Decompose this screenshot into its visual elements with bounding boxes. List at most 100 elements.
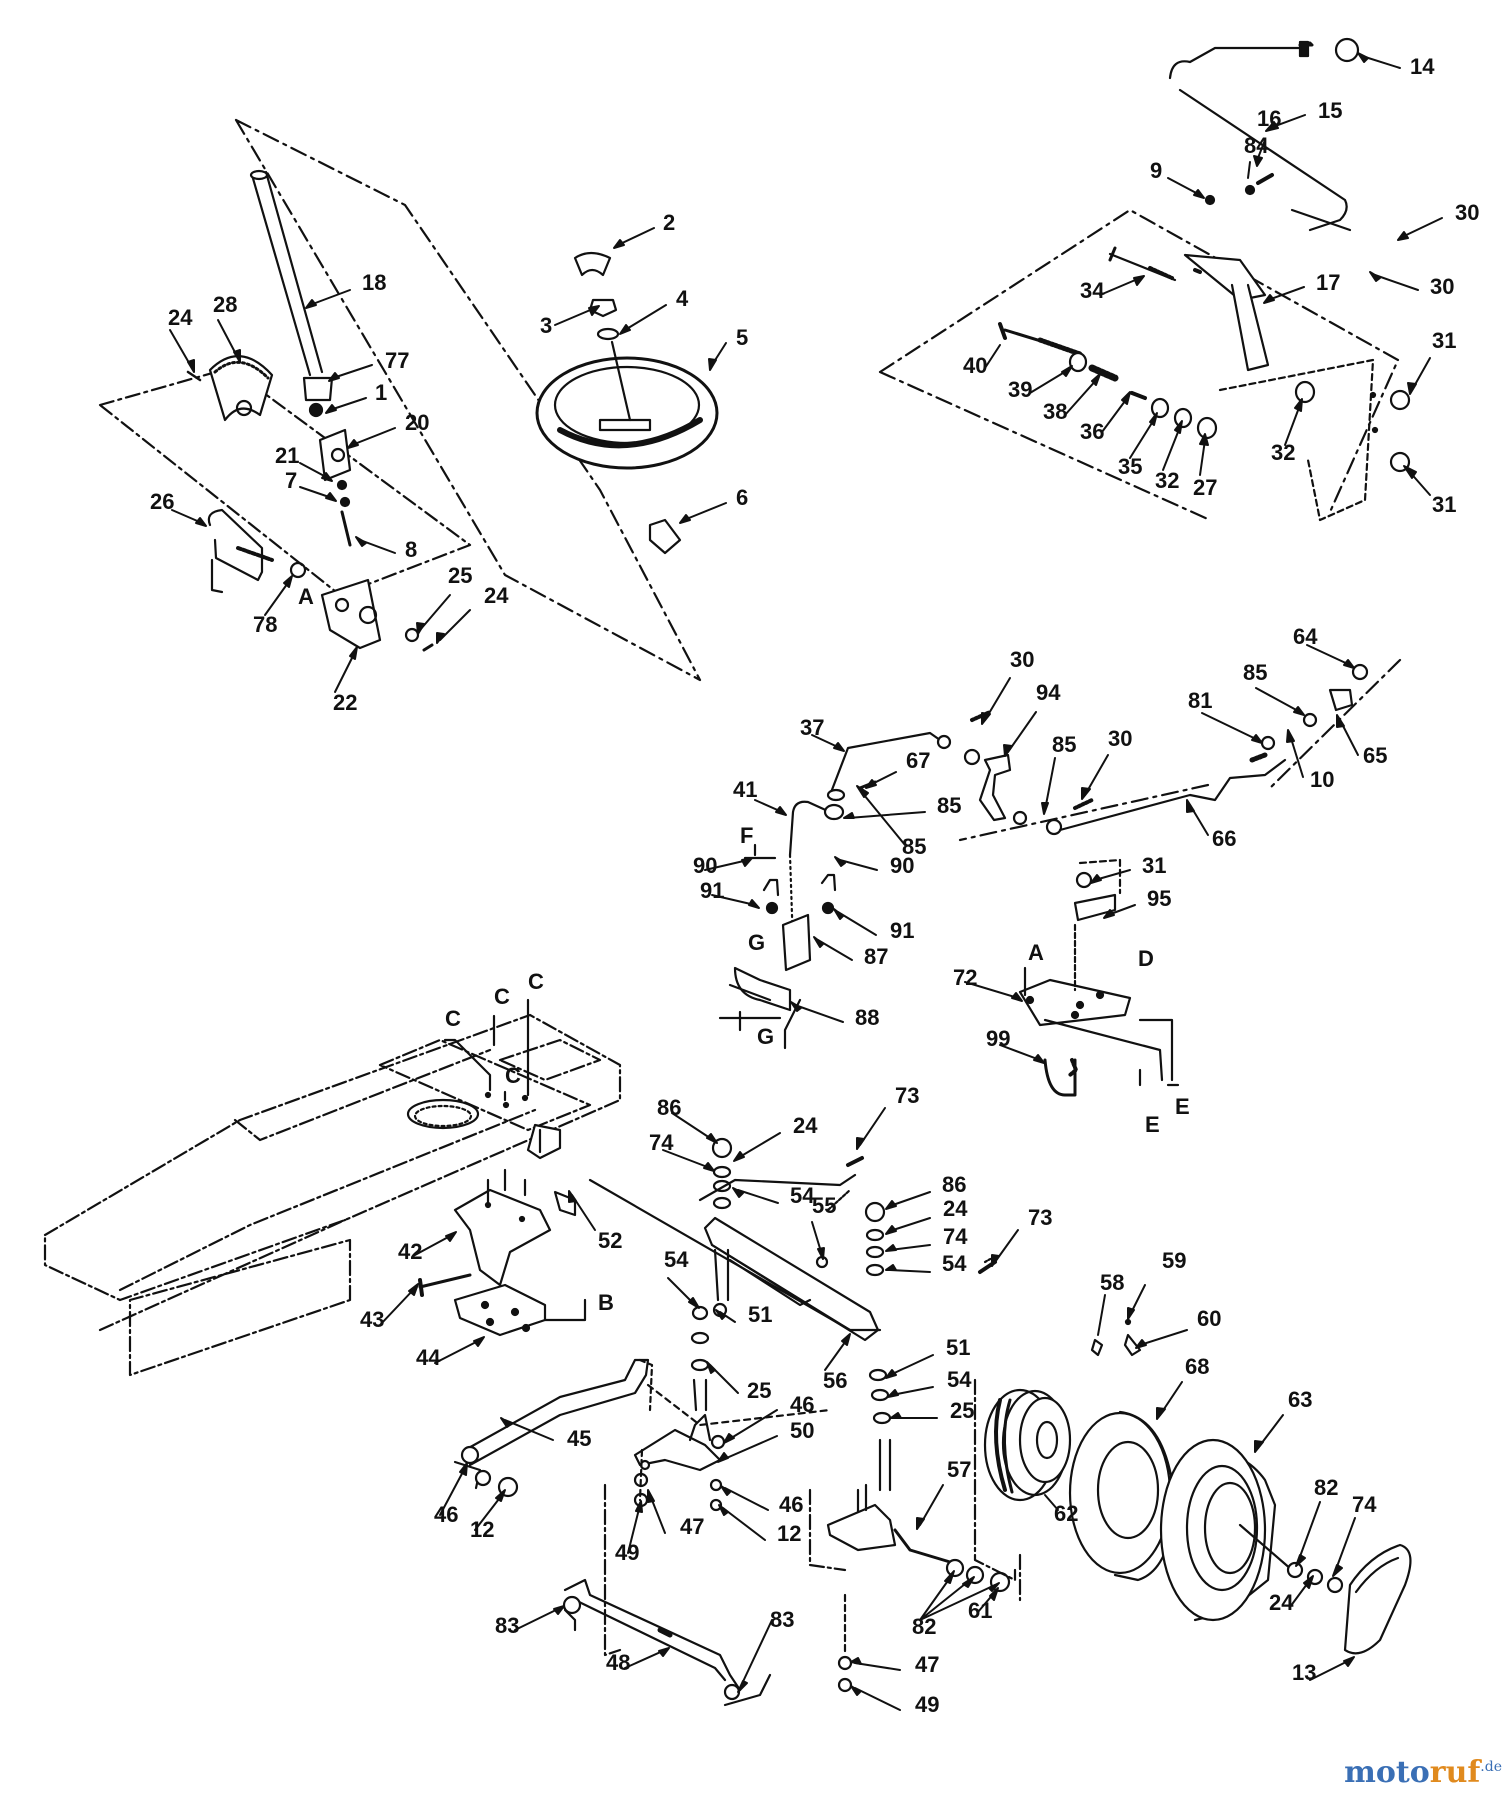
part-label-90: 90 <box>693 853 717 878</box>
bellcrank-94 <box>978 753 1094 836</box>
part-label-26: 26 <box>150 489 174 514</box>
part-label-24: 24 <box>168 305 193 330</box>
part-label-57: 57 <box>947 1457 971 1482</box>
ref-letter-c: C <box>445 1006 461 1031</box>
part-label-12: 12 <box>777 1521 801 1546</box>
spindle-57 <box>826 1483 1011 1593</box>
part-label-46: 46 <box>779 1492 803 1517</box>
watermark-brand-accent: ruf <box>1429 1755 1481 1790</box>
part-label-66: 66 <box>1212 826 1236 851</box>
part-label-6: 6 <box>736 485 748 510</box>
part-label-78: 78 <box>253 612 277 637</box>
dash-outline-linkage <box>958 658 1402 842</box>
part-label-50: 50 <box>790 1418 814 1443</box>
part-label-85: 85 <box>937 793 961 818</box>
part-label-56: 56 <box>823 1368 847 1393</box>
part-label-24: 24 <box>1269 1590 1294 1615</box>
steering-arm <box>207 508 307 594</box>
steering-block <box>318 428 352 547</box>
part-label-34: 34 <box>1080 278 1105 303</box>
part-label-49: 49 <box>915 1692 939 1717</box>
ref-letter-f: F <box>740 823 753 848</box>
ref-letter-a: A <box>298 584 314 609</box>
part-label-30: 30 <box>1010 647 1034 672</box>
ref-letter-c: C <box>528 969 544 994</box>
part-label-68: 68 <box>1185 1354 1209 1379</box>
part-label-31: 31 <box>1432 328 1456 353</box>
part-label-59: 59 <box>1162 1248 1186 1273</box>
part-label-64: 64 <box>1293 624 1318 649</box>
part-label-36: 36 <box>1080 419 1104 444</box>
part-label-74: 74 <box>943 1224 968 1249</box>
part-label-85: 85 <box>1243 660 1267 685</box>
part-label-74: 74 <box>649 1130 674 1155</box>
part-label-30: 30 <box>1108 726 1132 751</box>
part-label-60: 60 <box>1197 1306 1221 1331</box>
u-bolt-99 <box>1043 1058 1078 1097</box>
part-label-37: 37 <box>800 715 824 740</box>
ref-letter-c: C <box>494 984 510 1009</box>
part-label-95: 95 <box>1147 886 1171 911</box>
valve-58-59-60 <box>1090 1318 1142 1357</box>
part-label-3: 3 <box>540 313 552 338</box>
part-label-10: 10 <box>1310 767 1334 792</box>
part-label-25: 25 <box>950 1398 974 1423</box>
throttle-plate <box>1183 173 1274 372</box>
part-label-1: 1 <box>375 380 387 405</box>
part-label-72: 72 <box>953 965 977 990</box>
part-label-39: 39 <box>1008 377 1032 402</box>
part-label-83: 83 <box>495 1613 519 1638</box>
part-label-54: 54 <box>790 1183 815 1208</box>
part-label-30: 30 <box>1455 200 1479 225</box>
steering-shaft <box>249 169 334 418</box>
tire-68 <box>1068 1410 1177 1582</box>
ref-letter-a: A <box>1028 940 1044 965</box>
part-label-49: 49 <box>615 1540 639 1565</box>
part-label-55: 55 <box>812 1193 836 1218</box>
part-label-40: 40 <box>963 353 987 378</box>
ref-letter-c: C <box>505 1063 521 1088</box>
part-label-47: 47 <box>680 1514 704 1539</box>
lever-rod <box>1168 37 1360 232</box>
dash-outline-left-bracket <box>98 366 472 597</box>
part-label-87: 87 <box>864 944 888 969</box>
link-rod-37 <box>826 710 992 802</box>
tire-63 <box>1159 1438 1344 1622</box>
dash-outline-shaft <box>234 118 702 682</box>
part-label-20: 20 <box>405 410 429 435</box>
part-label-74: 74 <box>1352 1492 1377 1517</box>
bolt-34 <box>1108 246 1177 282</box>
part-label-54: 54 <box>947 1367 972 1392</box>
part-label-8: 8 <box>405 537 417 562</box>
part-label-2: 2 <box>663 210 675 235</box>
part-label-46: 46 <box>790 1392 814 1417</box>
part-label-82: 82 <box>912 1614 936 1639</box>
part-label-46: 46 <box>434 1502 458 1527</box>
spindle-stack-left <box>690 1137 733 1412</box>
part-label-24: 24 <box>793 1113 818 1138</box>
part-label-73: 73 <box>895 1083 919 1108</box>
part-label-45: 45 <box>567 1426 591 1451</box>
part-label-62: 62 <box>1054 1501 1078 1526</box>
part-label-38: 38 <box>1043 399 1067 424</box>
part-label-85: 85 <box>1052 732 1076 757</box>
rod-66 <box>1058 663 1369 832</box>
part-label-24: 24 <box>943 1196 968 1221</box>
pivot-plate-72 <box>1018 858 1180 1087</box>
part-label-58: 58 <box>1100 1270 1124 1295</box>
part-label-54: 54 <box>942 1251 967 1276</box>
part-label-94: 94 <box>1036 680 1061 705</box>
part-label-17: 17 <box>1316 270 1340 295</box>
part-label-32: 32 <box>1155 468 1179 493</box>
watermark-brand: moto <box>1344 1755 1430 1790</box>
part-label-21: 21 <box>275 443 299 468</box>
part-label-52: 52 <box>598 1228 622 1253</box>
part-label-41: 41 <box>733 777 757 802</box>
frame-c-markers <box>443 998 530 1109</box>
part-label-28: 28 <box>213 292 237 317</box>
part-label-83: 83 <box>770 1607 794 1632</box>
part-label-30: 30 <box>1430 274 1454 299</box>
part-label-25: 25 <box>747 1378 771 1403</box>
ref-letter-e: E <box>1145 1112 1160 1137</box>
